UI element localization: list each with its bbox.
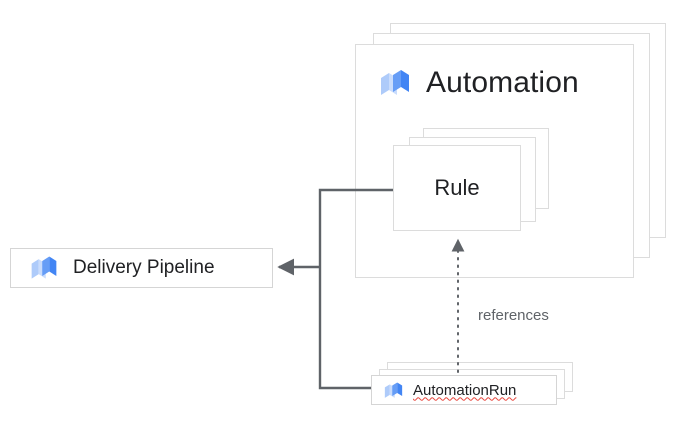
rule-label: Rule	[434, 175, 480, 200]
references-edge-label: references	[478, 307, 549, 324]
automation-header: Automation	[378, 66, 579, 100]
delivery-pipeline-label: Delivery Pipeline	[73, 257, 215, 278]
cloud-deploy-icon	[383, 380, 404, 401]
rule-node[interactable]	[393, 145, 521, 231]
automationrun-label: AutomationRun	[413, 381, 517, 399]
cloud-deploy-icon	[378, 66, 412, 100]
automation-title: Automation	[426, 66, 579, 99]
cloud-deploy-icon	[29, 253, 59, 283]
delivery-pipeline-node[interactable]: Delivery Pipeline	[10, 248, 273, 288]
automationrun-node[interactable]: AutomationRun	[371, 375, 557, 405]
